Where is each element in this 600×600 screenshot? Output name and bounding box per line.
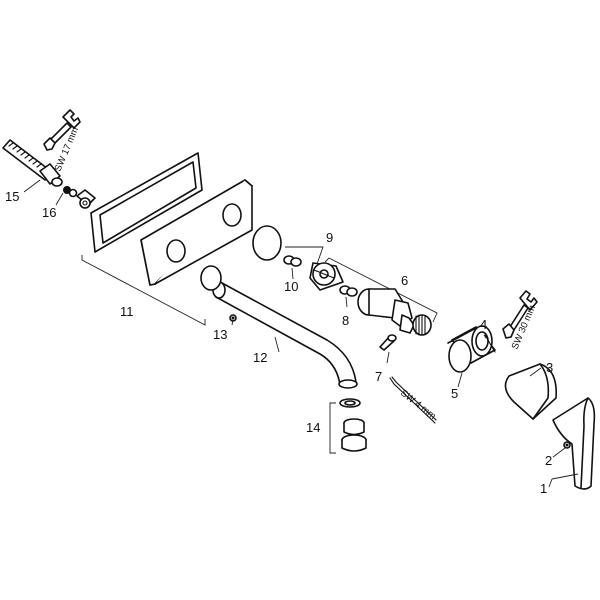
part-15-threaded-extension	[2, 139, 63, 187]
part-12-spout	[212, 281, 358, 389]
part-9-diverter	[309, 262, 344, 291]
part-11-wall-plate	[140, 179, 253, 286]
callout-5: 5	[451, 386, 458, 401]
part-3-handle-cap	[504, 363, 557, 420]
hex-key-4-icon	[389, 376, 437, 424]
spout-o-ring	[200, 265, 222, 291]
callout-15: 15	[5, 189, 19, 204]
callout-1: 1	[540, 481, 547, 496]
callout-6: 6	[401, 273, 408, 288]
part-2-grub-screw	[563, 441, 571, 449]
callout-14: 14	[306, 420, 320, 435]
part-11-gasket	[90, 152, 203, 253]
hex-key-4-label: SW 4 mm	[398, 388, 438, 422]
part-16-seal-and-nut	[63, 186, 96, 209]
part-6-cartridge	[357, 288, 432, 336]
wrench-30-icon	[502, 290, 538, 339]
part-1-lever	[552, 397, 596, 490]
body-o-ring	[252, 225, 282, 261]
callout-11: 11	[120, 304, 134, 319]
callout-7: 7	[375, 369, 382, 384]
callout-4: 4	[480, 317, 487, 332]
part-14-aerator	[339, 398, 367, 452]
callout-16: 16	[42, 205, 56, 220]
callout-12: 12	[253, 350, 267, 365]
callout-13: 13	[213, 327, 227, 342]
callout-2: 2	[545, 453, 552, 468]
part-10-o-rings	[283, 255, 302, 267]
callout-3: 3	[546, 360, 553, 375]
wrench-17-icon	[43, 109, 81, 151]
part-5-sleeve	[447, 325, 496, 373]
leader-lines	[23, 179, 579, 488]
part-8-o-rings	[339, 285, 358, 297]
callout-8: 8	[342, 313, 349, 328]
callout-9: 9	[326, 230, 333, 245]
callout-10: 10	[284, 279, 298, 294]
part-7-screw	[379, 334, 397, 351]
